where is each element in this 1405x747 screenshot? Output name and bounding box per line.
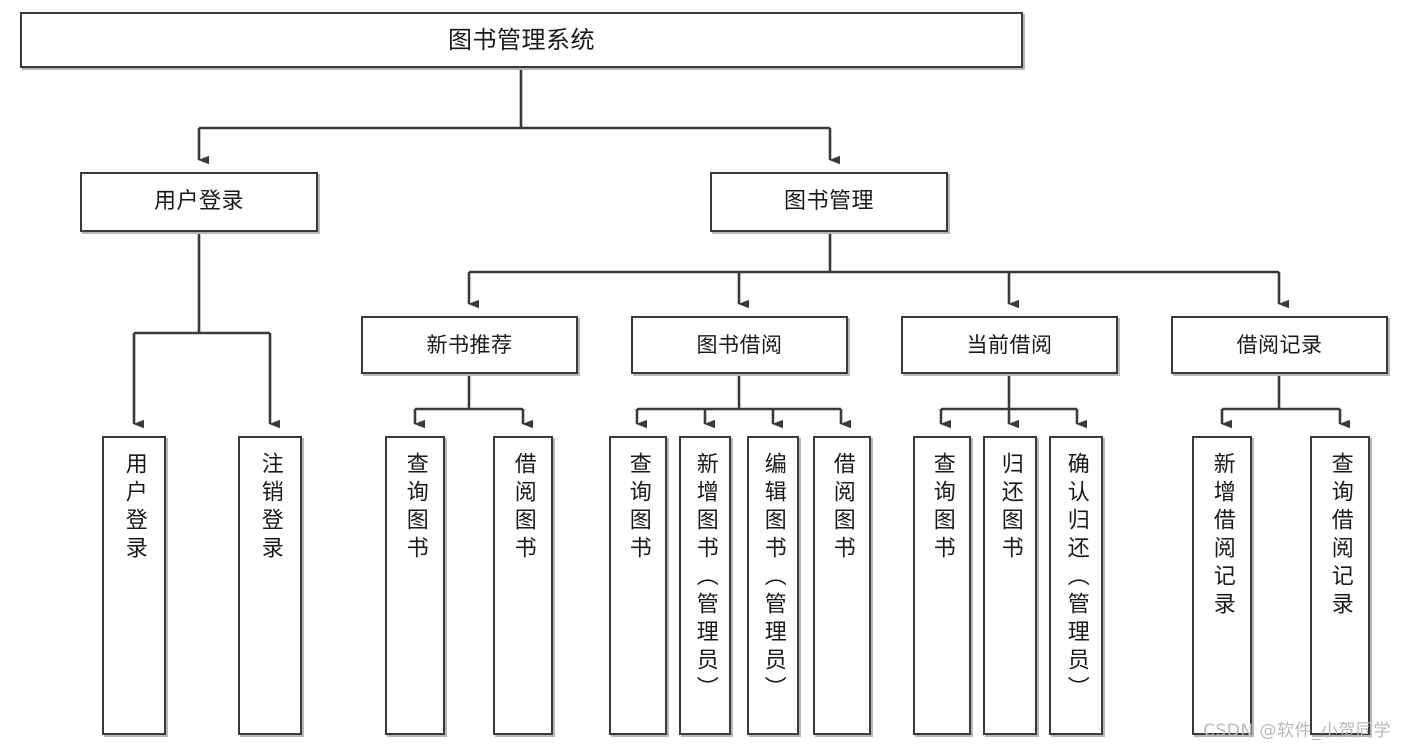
node-label: 借阅图书 — [510, 452, 536, 564]
leaf-current-borrow-query-book[interactable]: 查询图书 — [913, 436, 971, 735]
node-user-login[interactable]: 用户登录 — [80, 172, 318, 232]
leaf-current-borrow-return-book[interactable]: 归还图书 — [983, 436, 1037, 735]
node-label: 用户登录 — [153, 189, 244, 215]
leaf-user-login-login[interactable]: 用户登录 — [102, 436, 166, 735]
node-label: 查询图书 — [929, 452, 955, 564]
node-label: 新增借阅记录 — [1209, 452, 1235, 620]
node-borrow-records[interactable]: 借阅记录 — [1171, 316, 1388, 374]
node-label: 图书管理系统 — [448, 25, 595, 54]
node-label: 新书推荐 — [426, 332, 513, 357]
node-label: 新增图书（管理员） — [692, 452, 718, 704]
node-current-borrow[interactable]: 当前借阅 — [901, 316, 1118, 374]
node-book-borrow[interactable]: 图书借阅 — [631, 316, 848, 374]
leaf-book-borrow-borrow-book[interactable]: 借阅图书 — [813, 436, 871, 735]
node-label: 用户登录 — [121, 452, 147, 564]
node-label: 图书管理 — [783, 189, 874, 215]
node-label: 查询图书 — [402, 452, 428, 564]
leaf-book-borrow-edit-book-admin[interactable]: 编辑图书（管理员） — [747, 436, 799, 735]
node-label: 借阅图书 — [829, 452, 855, 564]
leaf-new-book-query-book[interactable]: 查询图书 — [385, 436, 445, 735]
csdn-watermark: CSDN @软件_小贺同学 — [1203, 721, 1391, 741]
node-label: 图书借阅 — [696, 332, 783, 357]
leaf-current-borrow-confirm-return-admin[interactable]: 确认归还（管理员） — [1049, 436, 1103, 735]
node-label: 确认归还（管理员） — [1063, 452, 1089, 704]
node-root-book-management-system[interactable]: 图书管理系统 — [20, 12, 1023, 68]
leaf-user-login-logout[interactable]: 注销登录 — [238, 436, 302, 735]
node-label: 归还图书 — [997, 452, 1023, 564]
node-book-management[interactable]: 图书管理 — [710, 172, 948, 232]
node-label: 当前借阅 — [966, 332, 1053, 357]
leaf-book-borrow-add-book-admin[interactable]: 新增图书（管理员） — [679, 436, 731, 735]
node-new-book-recommend[interactable]: 新书推荐 — [361, 316, 578, 374]
leaf-borrow-records-add-record[interactable]: 新增借阅记录 — [1192, 436, 1252, 735]
node-label: 查询借阅记录 — [1327, 452, 1353, 620]
node-label: 查询图书 — [625, 452, 651, 564]
leaf-borrow-records-query-record[interactable]: 查询借阅记录 — [1310, 436, 1370, 735]
node-label: 注销登录 — [257, 452, 283, 564]
node-label: 借阅记录 — [1236, 332, 1323, 357]
leaf-book-borrow-query-book[interactable]: 查询图书 — [609, 436, 667, 735]
leaf-new-book-borrow-book[interactable]: 借阅图书 — [493, 436, 553, 735]
node-label: 编辑图书（管理员） — [760, 452, 786, 704]
